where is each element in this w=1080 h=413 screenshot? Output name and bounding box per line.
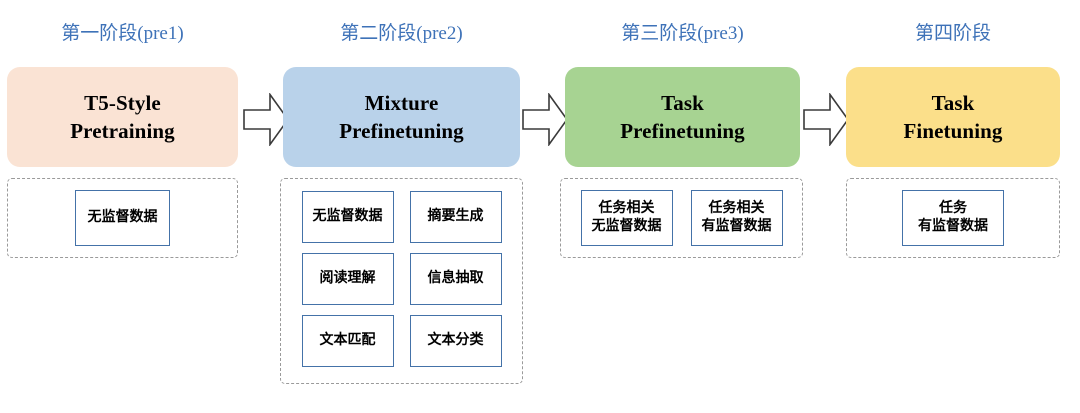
right-block-arrow-icon bbox=[243, 93, 289, 146]
stage-column-2: 第二阶段(pre2) Mixture Prefinetuning 无监督数据 摘… bbox=[280, 0, 523, 413]
sub-box: 任务 有监督数据 bbox=[902, 190, 1004, 246]
stage-box-4: Task Finetuning bbox=[846, 67, 1060, 167]
stage-datagroup-4: 任务 有监督数据 bbox=[846, 178, 1060, 258]
stage-box-label-1: T5-Style Pretraining bbox=[70, 91, 175, 143]
stage-datagroup-3: 任务相关 无监督数据 任务相关 有监督数据 bbox=[560, 178, 803, 258]
stage-title-2: 第二阶段(pre2) bbox=[340, 23, 463, 44]
stage-column-1: 第一阶段(pre1) T5-Style Pretraining 无监督数据 bbox=[7, 0, 238, 413]
sub-box: 信息抽取 bbox=[409, 253, 502, 305]
sub-box: 摘要生成 bbox=[409, 191, 502, 243]
stage-column-3: 第三阶段(pre3) Task Prefinetuning 任务相关 无监督数据… bbox=[560, 0, 803, 413]
stage-box-label-4: Task Finetuning bbox=[903, 91, 1003, 143]
sub-box: 文本分类 bbox=[409, 315, 502, 367]
sub-box: 任务相关 有监督数据 bbox=[690, 190, 783, 246]
sub-box: 文本匹配 bbox=[301, 315, 394, 367]
right-block-arrow-icon bbox=[522, 93, 568, 146]
sub-box: 无监督数据 bbox=[75, 190, 170, 246]
stage-box-3: Task Prefinetuning bbox=[565, 67, 800, 167]
right-block-arrow-icon bbox=[803, 93, 849, 146]
stage-box-label-3: Task Prefinetuning bbox=[620, 91, 745, 143]
stage-box-1: T5-Style Pretraining bbox=[7, 67, 238, 167]
stage-title-4: 第四阶段 bbox=[914, 23, 991, 44]
sub-box: 无监督数据 bbox=[301, 191, 394, 243]
stage-box-label-2: Mixture Prefinetuning bbox=[339, 91, 464, 143]
sub-box: 阅读理解 bbox=[301, 253, 394, 305]
stage-datagroup-1: 无监督数据 bbox=[7, 178, 238, 258]
stage-box-2: Mixture Prefinetuning bbox=[283, 67, 520, 167]
stage-column-4: 第四阶段 Task Finetuning 任务 有监督数据 bbox=[846, 0, 1060, 413]
sub-box: 任务相关 无监督数据 bbox=[580, 190, 673, 246]
stage-datagroup-2: 无监督数据 摘要生成 阅读理解 信息抽取 文本匹配 文本分类 bbox=[280, 178, 523, 384]
stage-title-3: 第三阶段(pre3) bbox=[621, 23, 744, 44]
stage-title-1: 第一阶段(pre1) bbox=[61, 23, 184, 44]
